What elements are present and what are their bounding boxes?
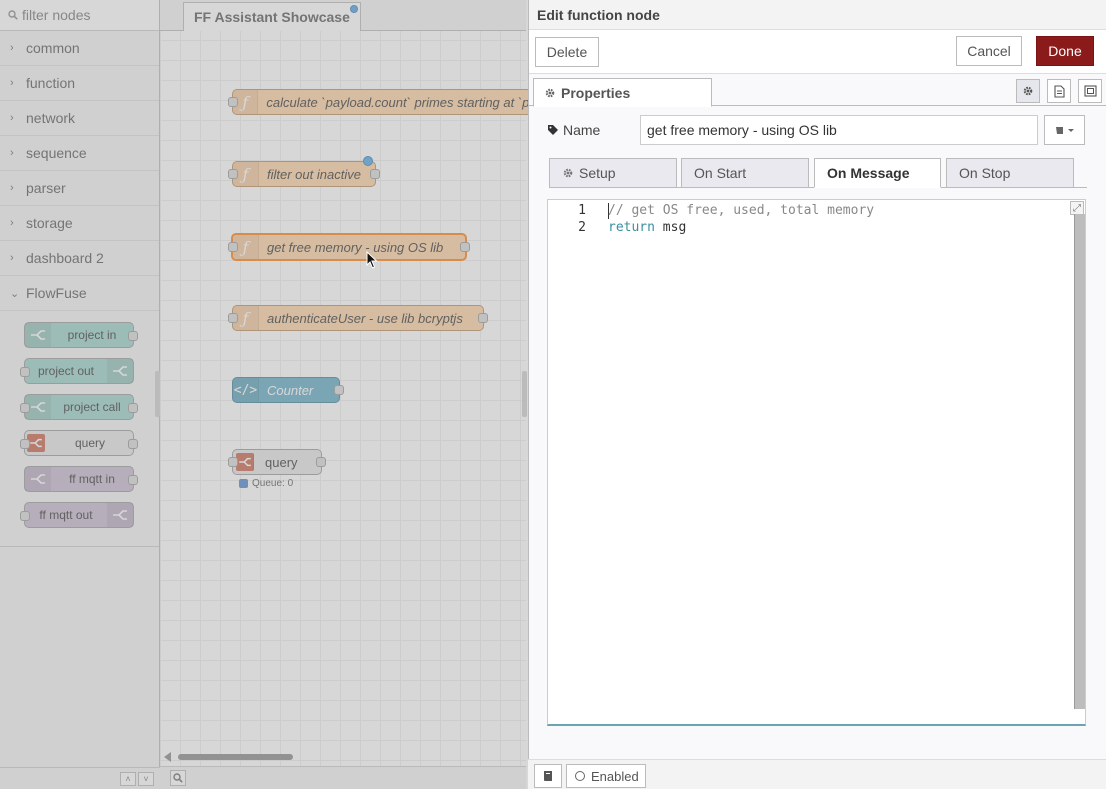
code-line-2: return msg [608,220,686,235]
tray-title: Edit function node [529,0,1106,30]
gear-icon [562,167,574,179]
tab-label: Properties [561,85,630,101]
palette-splitter[interactable] [155,371,160,417]
tab-label: On Stop [959,165,1010,181]
node-settings-button[interactable] [1016,79,1040,103]
cancel-button[interactable]: Cancel [956,36,1022,66]
line-number: 2 [548,220,586,235]
tab-label: On Message [827,165,909,181]
expand-editor-icon[interactable]: ⤢ [1070,201,1084,215]
tab-on-start[interactable]: On Start [681,158,809,188]
mouse-pointer-icon [366,251,378,269]
tab-label: Setup [579,165,616,181]
book-icon [542,770,554,782]
code-editor[interactable]: 1 2 // get OS free, used, total memory r… [547,199,1086,726]
name-label-wrapper: Name [547,122,600,138]
name-row: Name [528,115,1106,147]
tab-properties[interactable]: Properties [533,78,712,107]
tab-on-stop[interactable]: On Stop [946,158,1074,188]
done-button[interactable]: Done [1036,36,1094,66]
gear-icon [1022,85,1034,97]
tray-toolbar: Delete Cancel Done [529,30,1106,74]
document-icon [1054,85,1065,98]
help-book-button[interactable] [534,764,562,788]
line-number: 1 [548,203,586,218]
code-keyword: return [608,220,655,235]
code-line-1: // get OS free, used, total memory [608,203,874,218]
tab-label: On Start [694,165,746,181]
code-tabs: Setup On Start On Message On Stop [549,158,1087,188]
library-menu-button[interactable] [1044,115,1085,145]
enabled-toggle[interactable]: Enabled [566,764,646,788]
circle-icon [575,771,585,781]
name-input[interactable] [640,115,1038,145]
editor-vertical-scrollbar[interactable] [1074,214,1085,709]
code-text: msg [655,220,686,235]
tab-setup[interactable]: Setup [549,158,677,188]
book-icon [1055,125,1075,135]
gear-icon [544,87,556,99]
name-label: Name [563,122,600,138]
modal-overlay [0,0,528,789]
tag-icon [547,124,559,136]
tray-splitter[interactable] [522,371,527,417]
node-appearance-button[interactable] [1078,79,1102,103]
node-description-button[interactable] [1047,79,1071,103]
delete-button[interactable]: Delete [535,37,599,67]
appearance-icon [1084,85,1097,97]
tray-footer: Enabled [528,759,1106,789]
tab-on-message[interactable]: On Message [814,158,941,188]
property-tabs: Properties [529,74,1106,106]
enabled-label: Enabled [591,769,639,784]
